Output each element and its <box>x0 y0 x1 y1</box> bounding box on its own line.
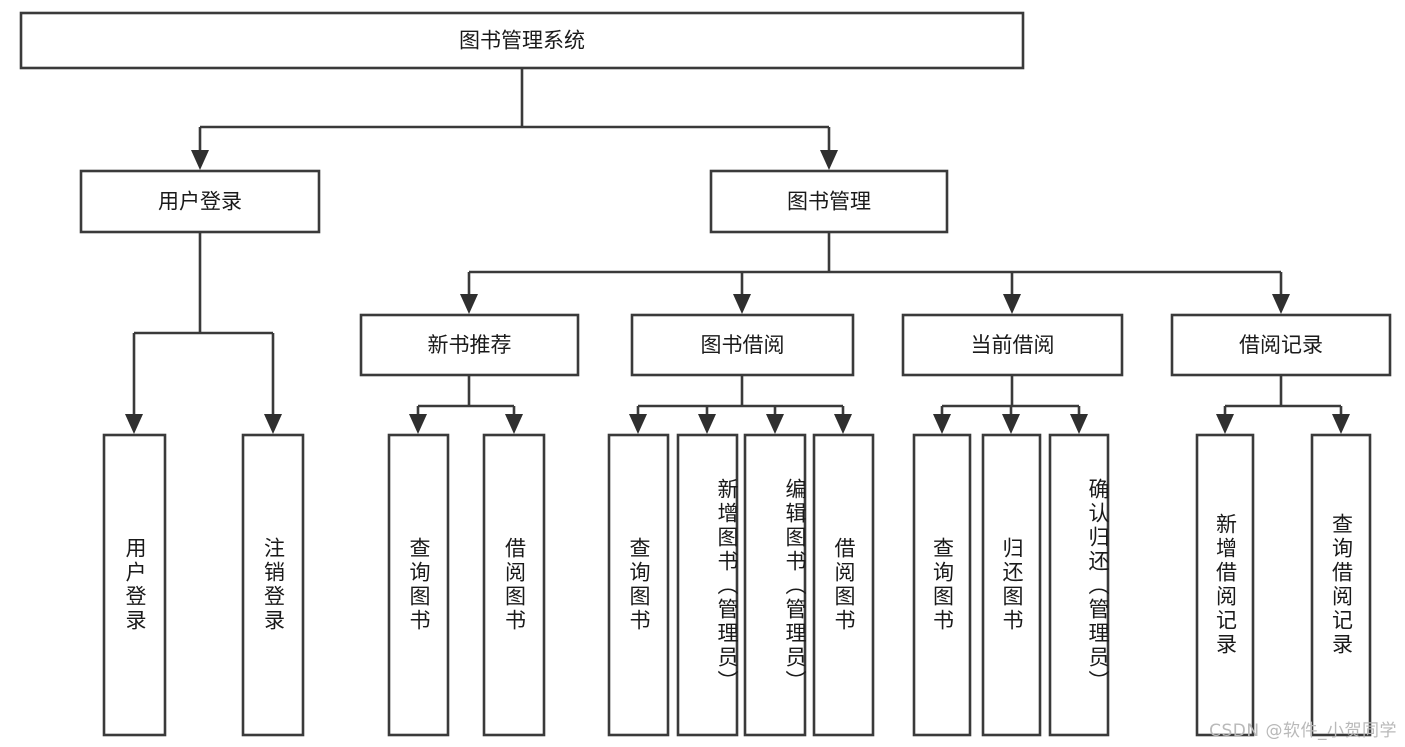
connector-bookmgmt-to-level2 <box>460 232 1290 314</box>
node-box-leaf-edit-book[interactable] <box>743 433 807 737</box>
node-label-root: 图书管理系统 <box>459 29 585 53</box>
node-box-root[interactable] <box>19 11 1025 70</box>
connector-borrowrecord-to-leaves <box>1216 375 1350 434</box>
node-box-leaf-return-book[interactable] <box>981 433 1042 737</box>
node-box-leaf-borrow-book-new[interactable] <box>482 433 546 737</box>
node-box-leaf-query-borrow-record[interactable] <box>1310 433 1372 737</box>
node-label-new-book-recommend: 新书推荐 <box>428 333 512 357</box>
connector-currentborrow-to-leaves <box>933 375 1088 434</box>
connector-bookborrow-to-leaves <box>629 375 852 434</box>
node-box-leaf-logout[interactable] <box>241 433 305 737</box>
node-label-book-management: 图书管理 <box>787 190 871 214</box>
node-box-book-management[interactable] <box>709 169 949 234</box>
connector-newbook-to-leaves <box>409 375 523 434</box>
node-box-user-login[interactable] <box>79 169 321 234</box>
watermark-text: CSDN @软件_小贺同学 <box>1209 721 1397 741</box>
node-box-leaf-query-book-current[interactable] <box>912 433 972 737</box>
node-label-user-login: 用户登录 <box>158 190 242 214</box>
node-label-current-borrow: 当前借阅 <box>971 333 1055 357</box>
node-box-leaf-query-book-borrow[interactable] <box>607 433 670 737</box>
node-box-leaf-user-login[interactable] <box>102 433 167 737</box>
node-label-book-borrow: 图书借阅 <box>701 333 785 357</box>
node-box-book-borrow[interactable] <box>630 313 855 377</box>
node-box-leaf-confirm-return[interactable] <box>1048 433 1110 737</box>
node-box-leaf-borrow-book[interactable] <box>812 433 875 737</box>
connector-layer <box>125 68 1350 434</box>
connector-root-to-level1 <box>191 68 838 170</box>
node-box-borrow-record[interactable] <box>1170 313 1392 377</box>
node-box-current-borrow[interactable] <box>901 313 1124 377</box>
node-box-leaf-add-book[interactable] <box>676 433 739 737</box>
connector-userlogin-to-leaves <box>125 232 282 434</box>
node-box-leaf-add-borrow-record[interactable] <box>1195 433 1255 737</box>
node-box-new-book-recommend[interactable] <box>359 313 580 377</box>
node-label-borrow-record: 借阅记录 <box>1239 333 1323 357</box>
node-box-leaf-query-book-new[interactable] <box>387 433 450 737</box>
